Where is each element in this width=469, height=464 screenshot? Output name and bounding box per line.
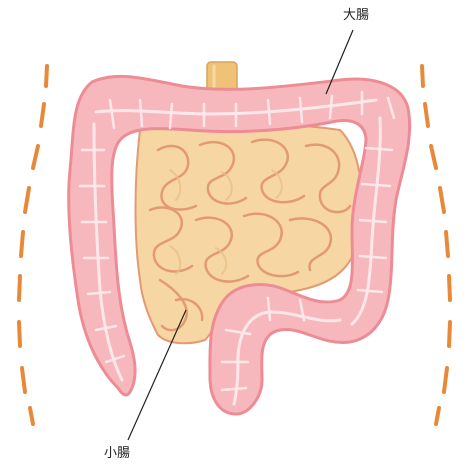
label-small-intestine: 小腸: [104, 447, 130, 460]
label-large-intestine: 大腸: [343, 9, 369, 22]
body-outline-left: [19, 66, 47, 424]
body-outline-right: [422, 66, 450, 424]
